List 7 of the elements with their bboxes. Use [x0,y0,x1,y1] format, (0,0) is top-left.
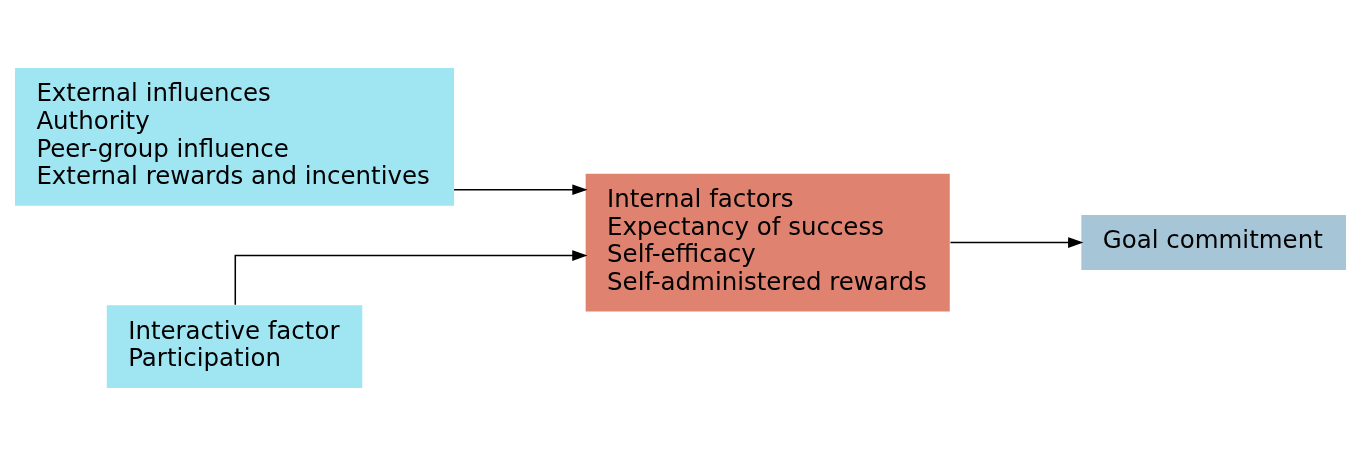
arrow [234,249,588,306]
node-box: External influences Authority Peer-group influence External rewards and incentives [14,67,455,206]
node-box: Interactive factor Participation [106,304,363,388]
arrow [453,183,588,195]
node-box: Goal commitment [1081,214,1347,270]
node-box: Internal factors Expectancy of success Self-efficacy Self-administered rewards [585,173,950,311]
arrow [949,236,1084,248]
